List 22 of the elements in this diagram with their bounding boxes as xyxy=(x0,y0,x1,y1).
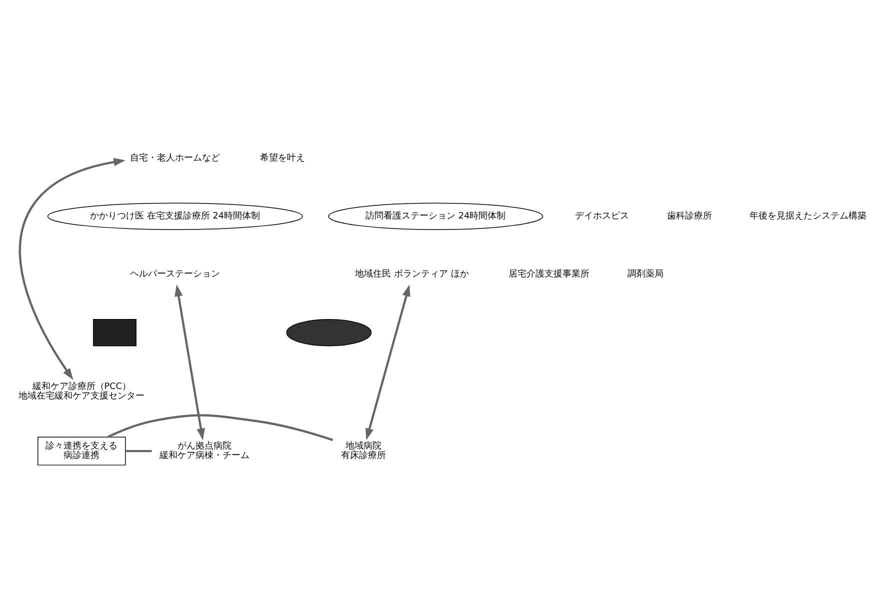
label: 調剤薬局 xyxy=(627,269,664,280)
node-text: がん拠点病院 緩和ケア病棟・チーム xyxy=(160,441,250,461)
arrow xyxy=(174,284,205,440)
node-text: 緩和ケア診療所（PCC） 地域在宅緩和ケア支援センター xyxy=(18,381,145,402)
arrow xyxy=(18,157,126,380)
node-box: 診々連携を支える 病診連携 xyxy=(38,436,126,465)
connector xyxy=(107,414,334,441)
connector xyxy=(126,449,152,452)
node-ellipse: 訪問看護ステーション 24時間体制 xyxy=(328,202,544,230)
label: 希望を叶え xyxy=(260,152,306,163)
node-text: 自宅・老人ホームなど xyxy=(130,152,220,163)
arrow xyxy=(366,284,410,440)
node-text: ヘルパーステーション xyxy=(130,269,220,280)
label: 居宅介護支援事業所 xyxy=(508,269,590,280)
label: デイホスピス xyxy=(574,211,629,222)
node-text: 地域住民 ボランティア ほか xyxy=(355,269,469,280)
node-box xyxy=(93,318,136,346)
node-ellipse: かかりつけ医 在宅支援診療所 24時間体制 xyxy=(47,202,303,230)
label: 年後を見据えたシステム構築 xyxy=(749,211,866,222)
node-text: 地域病院 有床診療所 xyxy=(340,441,386,461)
label: 歯科診療所 xyxy=(666,211,712,222)
node-cloud xyxy=(286,318,372,346)
